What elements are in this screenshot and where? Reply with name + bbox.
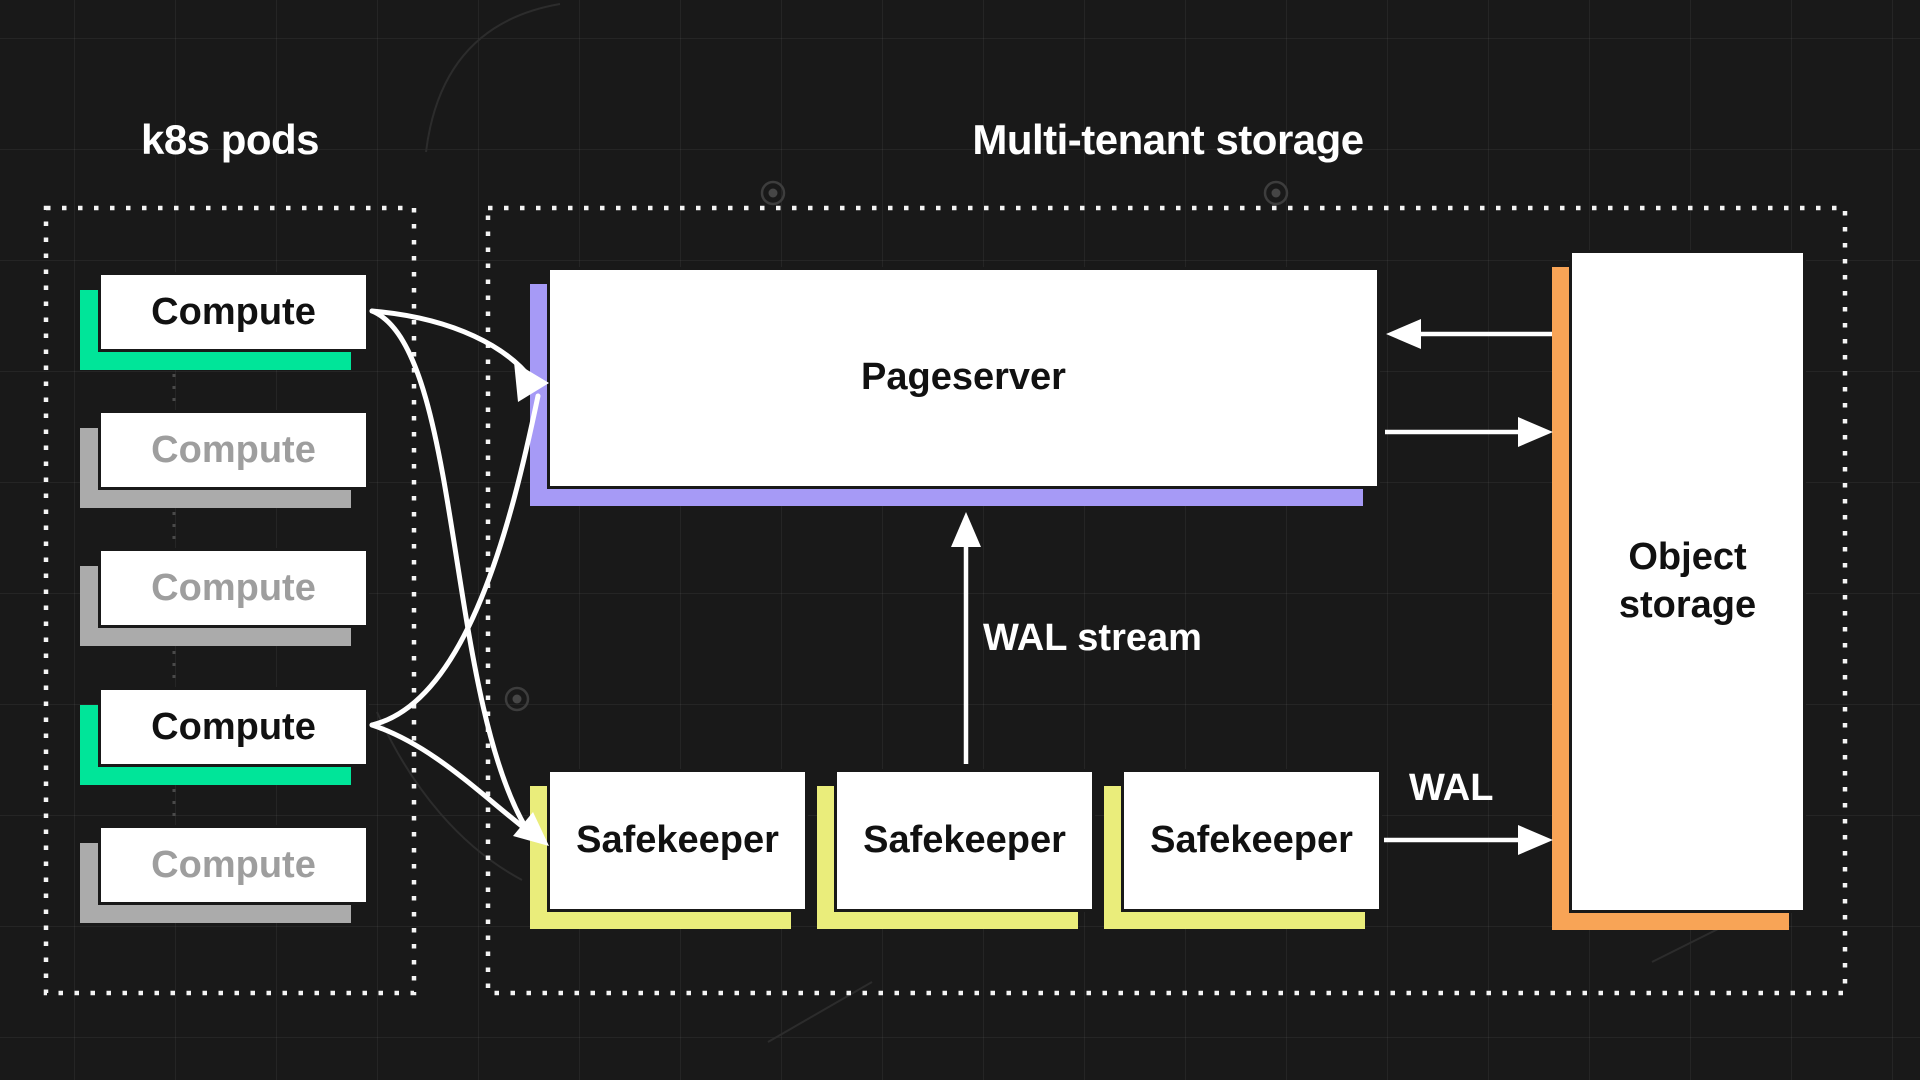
arrow-compute4-to-pageserver [369,393,541,728]
safekeeper-node-2: Safekeeper [817,769,1095,929]
wal-stream-label: WAL stream [983,617,1202,659]
safekeeper-node-1: Safekeeper [530,769,808,929]
decor-arc [376,711,523,881]
compute-pod-1: Compute [80,272,369,370]
decor-ring [1263,180,1289,206]
compute-pod-label: Compute [98,548,369,628]
arrow-compute1-to-pageserver [369,308,535,383]
safekeeper-node-3: Safekeeper [1104,769,1382,929]
arrowhead-into-objectstorage-wal [1518,825,1553,855]
compute-pod-3: Compute [80,548,369,646]
safekeeper-label: Safekeeper [547,769,808,912]
arrowhead-into-objectstorage-top [1518,417,1553,447]
arrowhead-into-pageserver-right [1386,319,1421,349]
compute-pod-label: Compute [98,687,369,767]
arrowhead-into-safekeeper [513,812,549,846]
pageserver-node: Pageserver [530,267,1380,506]
decor-ring [760,180,786,206]
compute-pod-label: Compute [98,825,369,905]
arrow-compute1-to-safekeeper [369,308,529,831]
wal-label: WAL [1409,767,1494,809]
pageserver-label: Pageserver [547,267,1380,489]
compute-pod-label: Compute [98,272,369,352]
multi-tenant-storage-title: Multi-tenant storage [972,116,1364,163]
multi-tenant-storage-group-border [485,205,1848,996]
object-storage-label: Object storage [1618,535,1757,626]
arrow-compute4-to-safekeeper [369,722,531,834]
safekeeper-label: Safekeeper [1121,769,1382,912]
decor-arc [425,3,561,153]
object-storage-node: Object storage [1552,250,1806,930]
decor-ring [504,686,530,712]
compute-pod-4: Compute [80,687,369,785]
compute-pod-label: Compute [98,410,369,490]
compute-pod-2: Compute [80,410,369,508]
arrowhead-into-pageserver [514,362,549,402]
arrowhead-wal-stream-up [951,512,981,547]
safekeeper-label: Safekeeper [834,769,1095,912]
decor-line [767,981,873,1043]
compute-pod-5: Compute [80,825,369,923]
k8s-pods-title: k8s pods [140,116,320,163]
